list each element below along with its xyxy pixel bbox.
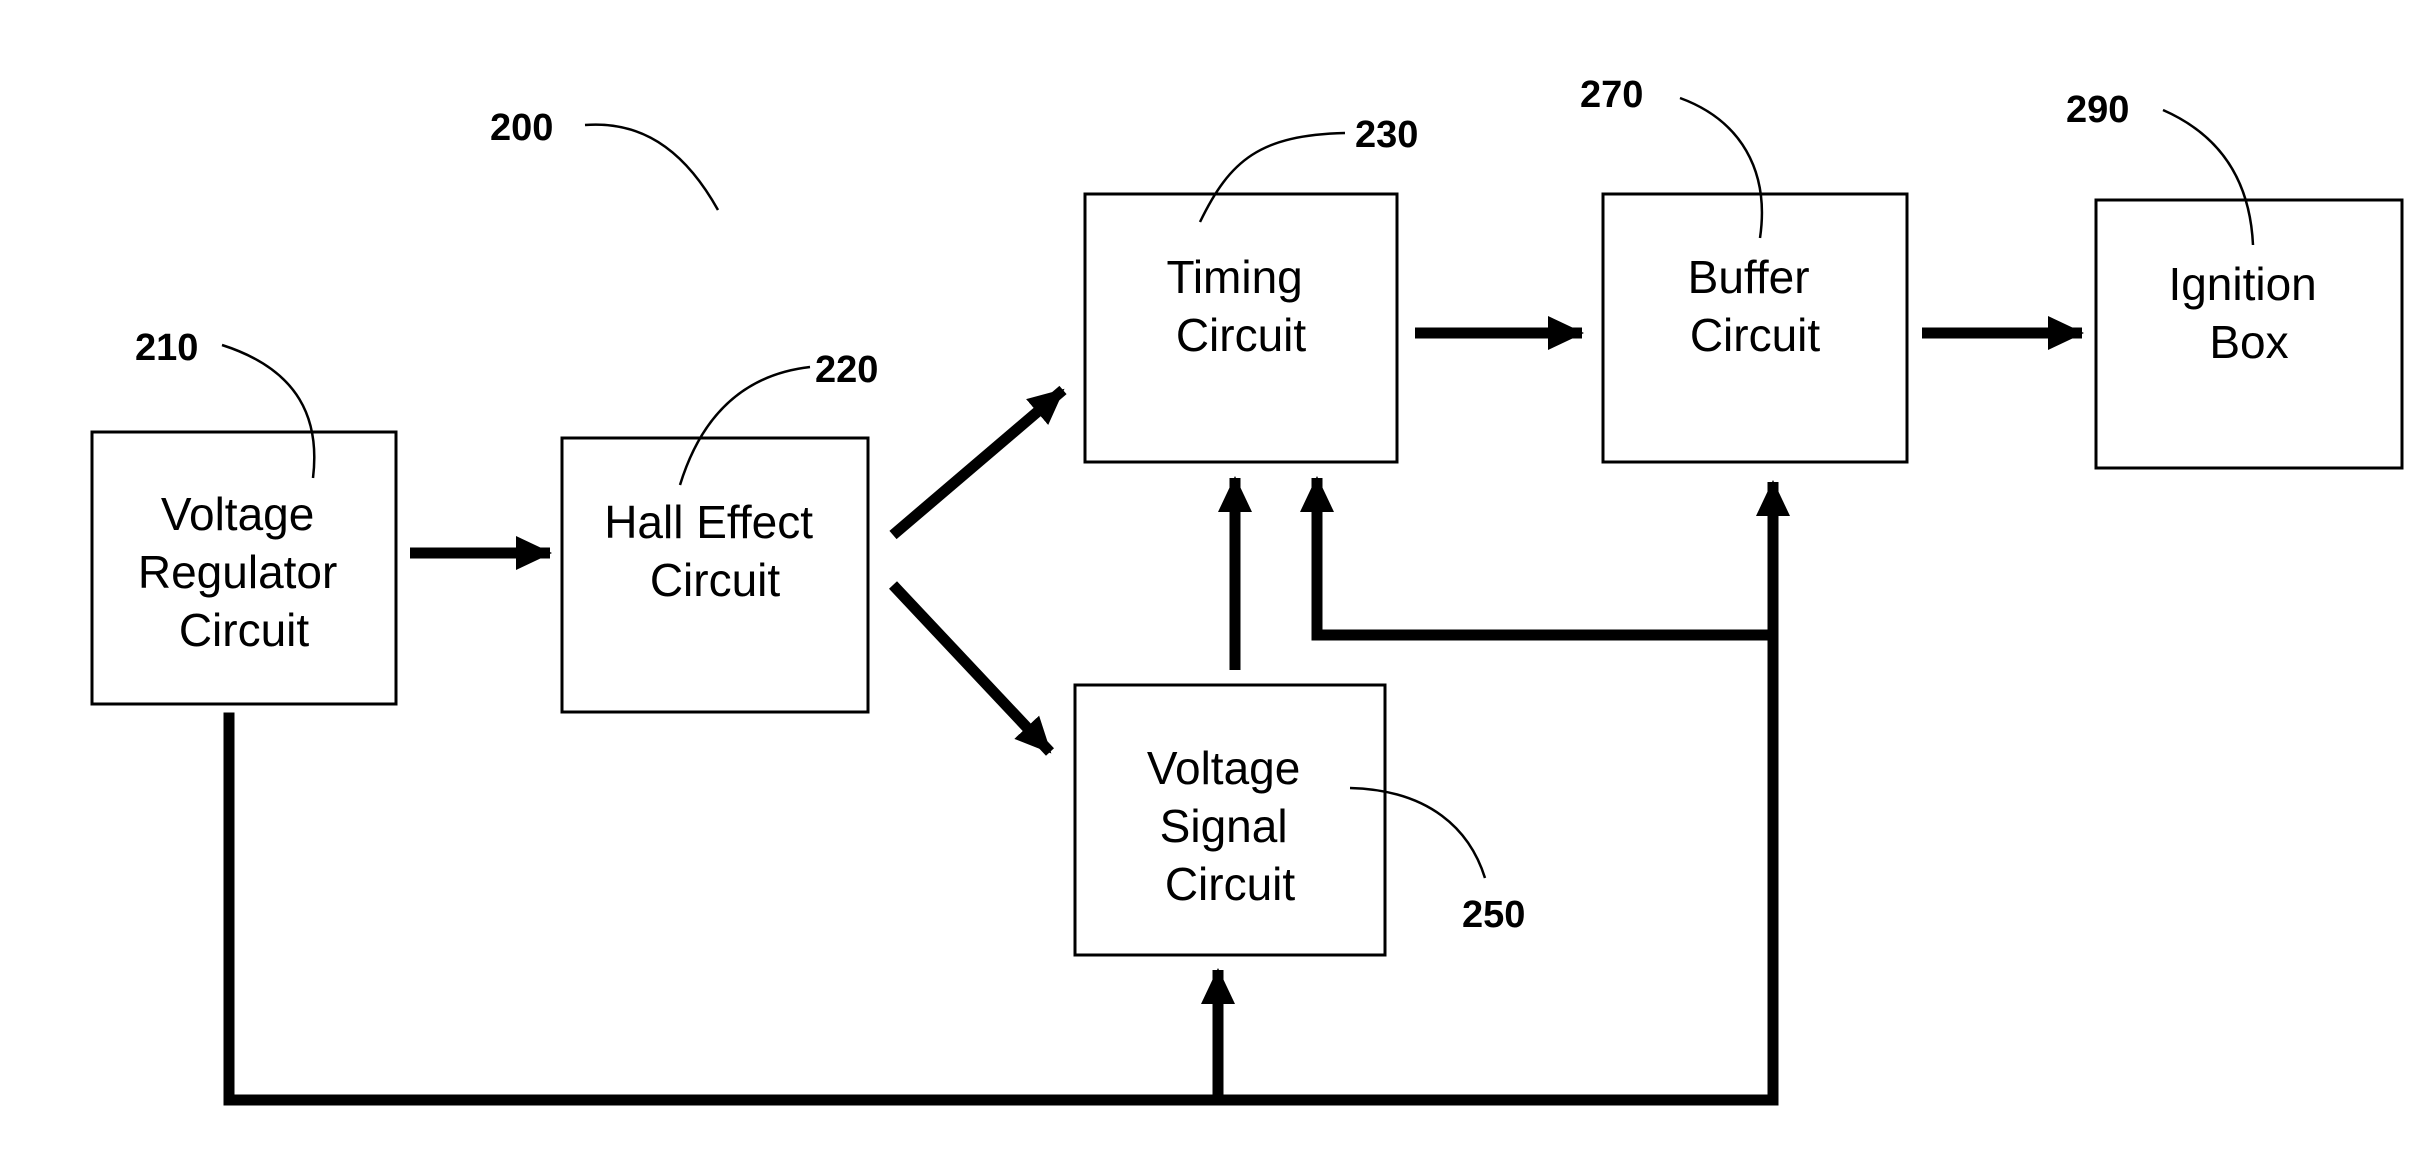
arrow-220-to-230 [893, 390, 1063, 535]
block-230-line-1: Timing [1166, 251, 1302, 303]
figure-ref-leader [585, 125, 718, 210]
figure-ref-label: 200 [490, 107, 553, 149]
block-230-line-2: Circuit [1176, 309, 1307, 361]
block-210-line-2: Regulator [138, 546, 337, 598]
voltage-regulator-circuit-block: Voltage Regulator Circuit [92, 432, 396, 704]
block-210-line-1: Voltage [161, 488, 314, 540]
ignition-box-block: Ignition Box [2096, 200, 2402, 468]
block-270-ref-label: 270 [1580, 74, 1643, 116]
block-270-line-1: Buffer [1688, 251, 1810, 303]
block-220-line-2: Circuit [650, 554, 781, 606]
block-220-ref-label: 220 [815, 349, 878, 391]
svg-text:Voltage Signal Cir: Voltage Signal Circuit [1147, 742, 1313, 910]
block-250-ref-label: 250 [1462, 894, 1525, 936]
block-290-line-2: Box [2209, 316, 2288, 368]
timing-circuit-block: Timing Circuit [1085, 194, 1397, 462]
block-250-line-1: Voltage [1147, 742, 1300, 794]
bus-branch-to-230 [1317, 560, 1773, 635]
arrow-220-to-250 [893, 585, 1050, 752]
block-290-line-1: Ignition [2168, 258, 2316, 310]
block-290-ref-label: 290 [2066, 89, 2129, 131]
block-230-ref-label: 230 [1355, 114, 1418, 156]
buffer-circuit-block: Buffer Circuit [1603, 194, 1907, 462]
block-220-line-1: Hall Effect [604, 496, 813, 548]
block-270-line-2: Circuit [1690, 309, 1821, 361]
block-250-line-2: Signal [1160, 800, 1288, 852]
voltage-signal-circuit-block: Voltage Signal Circuit [1075, 685, 1385, 955]
block-250-line-3: Circuit [1165, 858, 1296, 910]
power-bus-line [229, 718, 1773, 1100]
block-210-line-3: Circuit [179, 604, 310, 656]
block-210-ref-label: 210 [135, 327, 198, 369]
hall-effect-circuit-block: Hall Effect Circuit [562, 438, 868, 712]
